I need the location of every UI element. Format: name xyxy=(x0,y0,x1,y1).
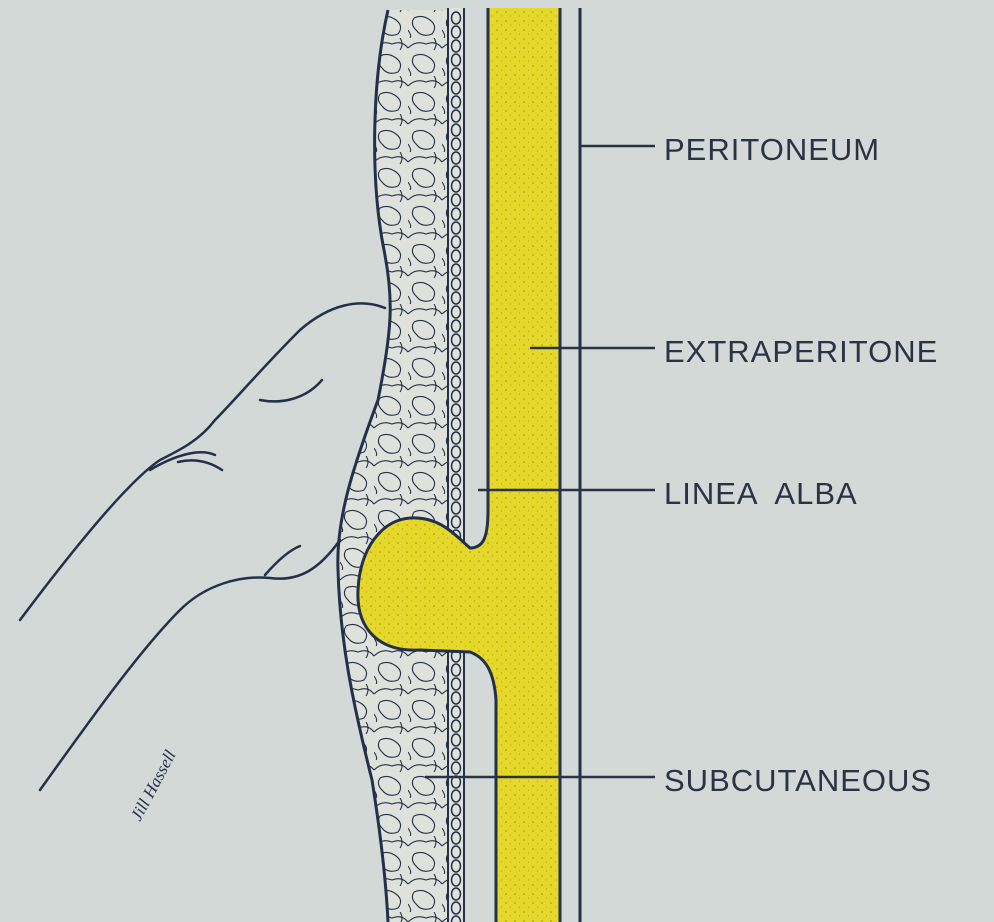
label-linea-alba: LINEA ALBA xyxy=(664,476,858,511)
label-extraperitoneal: EXTRAPERITONE xyxy=(664,334,938,369)
label-peritoneum: PERITONEUM xyxy=(664,132,880,167)
linea-alba-band xyxy=(448,8,464,922)
label-subcutaneous: SUBCUTANEOUS xyxy=(664,763,932,798)
